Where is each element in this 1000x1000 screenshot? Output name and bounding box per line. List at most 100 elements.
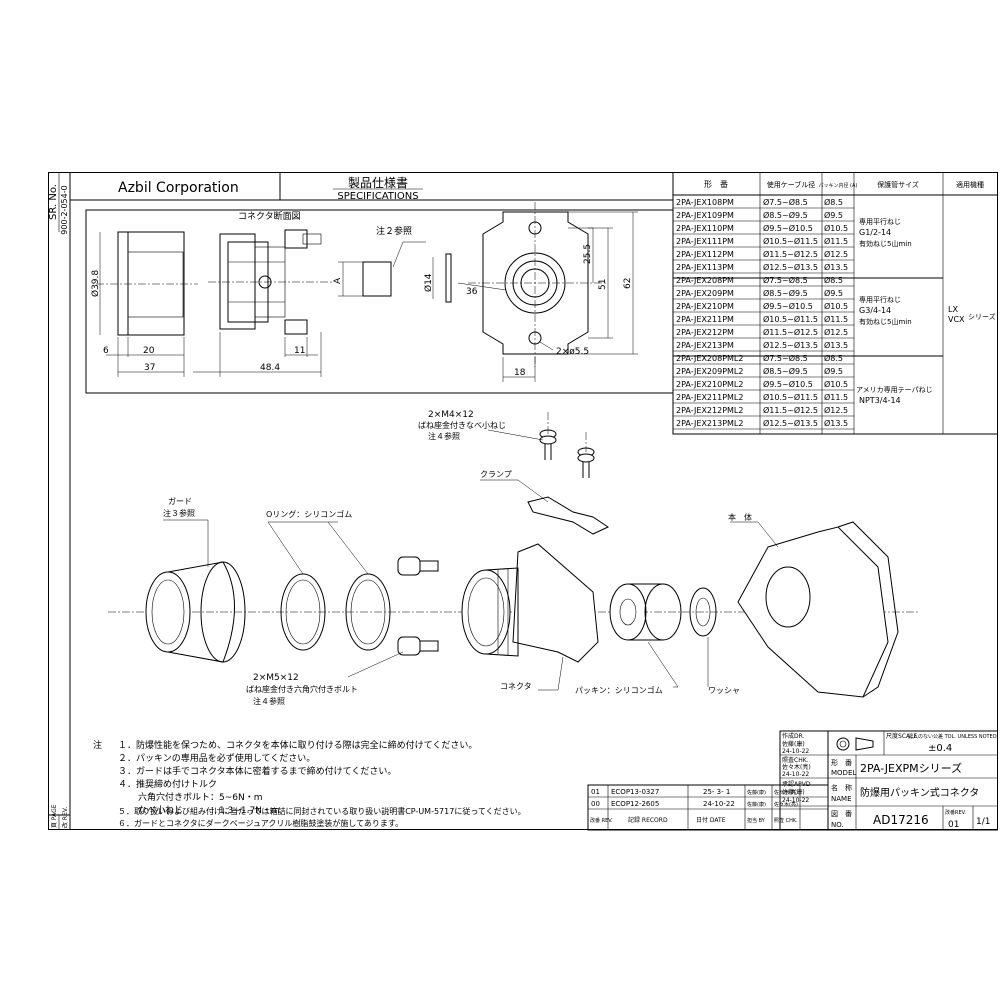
group3-line1: アメリカ専用テーパねじ	[856, 385, 933, 394]
spec-cell-model: 2PA-JEX210PML2	[676, 380, 743, 389]
spec-cell-cable: Ø10.5~Ø11.5	[763, 236, 818, 246]
rev0-rev: 00	[591, 800, 600, 808]
washer-label: ワッシャ	[708, 686, 740, 695]
model-lx: LX	[948, 305, 958, 314]
note-2: ２．パッキンの専用品を必ず使用してください。	[118, 752, 315, 764]
packing-drawing	[609, 583, 682, 641]
pan-head-screws	[539, 429, 595, 478]
spec-cell-model: 2PA-JEX208PM	[676, 276, 734, 285]
dim-25-5: 25.5	[583, 244, 593, 264]
spec-cell-packing: Ø12.5	[824, 327, 848, 337]
title-block: 作成DR. 佐藤(康) 24-10-22 照査CHK. 佐々木(亮) 24-10…	[779, 730, 999, 831]
note-6: ６．ガードとコネクタにダークベージュアクリル樹脂鼓塗装が施してあります。	[118, 818, 403, 828]
spec-cell-cable: Ø9.5~Ø10.5	[763, 301, 813, 311]
spec-cell-model: 2PA-JEX213PML2	[676, 419, 743, 428]
scale-label: 尺度SCALE	[886, 732, 917, 740]
name-label-en: NAME	[831, 795, 852, 803]
drawn-name: 佐藤(康)	[782, 740, 805, 748]
spec-cell-cable: Ø8.5~Ø9.5	[763, 210, 808, 220]
spec-cell-packing: Ø11.5	[824, 236, 848, 246]
spec-cell-packing: Ø10.5	[824, 379, 848, 389]
spec-cell-model: 2PA-JEX112PM	[676, 250, 734, 259]
washer-drawing	[689, 587, 717, 637]
screw-top-label-2: ばね座金付きなべ小ねじ	[418, 420, 506, 430]
th-conduit: 保護管サイズ	[877, 180, 919, 189]
group1-line1: 専用平行ねじ	[859, 217, 901, 226]
doc-title-en: SPECIFICATIONS	[337, 191, 418, 202]
spec-cell-model: 2PA-JEX209PM	[676, 289, 734, 298]
note-4a: 六角穴付きボルト：5~6N・m	[138, 791, 263, 803]
dim-62: 62	[623, 278, 633, 289]
spec-table: 形 番 使用ケーブル径 パッキン内径 (A) 保護管サイズ 適用機種 2PA-J…	[672, 171, 999, 435]
group2-line3: 有効ねじ5山min	[859, 317, 912, 326]
group1-line3: 有効ねじ5山min	[859, 239, 912, 248]
spec-cell-model: 2PA-JEX212PM	[676, 328, 734, 337]
no-label-en: NO.	[831, 821, 844, 829]
bolt-label-3: 注４参照	[253, 696, 285, 706]
model-label-en: MODEL	[831, 769, 856, 777]
spec-cell-model: 2PA-JEX111PM	[676, 237, 734, 246]
guard-label-1: ガード	[168, 496, 192, 506]
model-series: シリーズ	[968, 312, 996, 321]
spec-cell-packing: Ø12.5	[824, 405, 848, 415]
washer-detail	[445, 253, 452, 303]
page-label: 頁 PAGE	[51, 804, 58, 828]
tolerance-label: 記入のない公差 TOL. UNLESS NOTED	[908, 733, 997, 740]
spec-cell-packing: Ø11.5	[824, 392, 848, 402]
guard-label-2: 注３参照	[163, 508, 195, 518]
group2-line1: 専用平行ねじ	[859, 295, 901, 304]
doc-title-jp: 製品仕様書	[348, 176, 408, 190]
section-view-title: コネクタ断面図	[238, 210, 301, 222]
drawn-date: 24-10-22	[782, 748, 809, 755]
spec-cell-packing: Ø9.5	[824, 210, 843, 220]
rev0-by: 佐藤(康)	[747, 801, 766, 808]
spec-cell-cable: Ø12.5~Ø13.5	[763, 418, 818, 428]
spec-cell-packing: Ø8.5	[824, 197, 843, 207]
spec-cell-cable: Ø9.5~Ø10.5	[763, 223, 813, 233]
spec-cell-packing: Ø9.5	[824, 366, 843, 376]
guard-drawing	[145, 561, 246, 663]
checked-date: 24-10-22	[782, 771, 809, 778]
spec-cell-packing: Ø10.5	[824, 223, 848, 233]
spec-cell-packing: Ø13.5	[824, 418, 848, 428]
hex-bolts	[397, 556, 439, 656]
projection-symbol-icon	[836, 737, 874, 751]
approved-date: 24-10-22	[782, 797, 809, 804]
rev-head-record: 記録 RECORD	[628, 816, 668, 824]
revision-table: 01 ECOP13-0327 25- 3- 1 佐藤(康) 佐々木(亮) 00 …	[587, 784, 829, 831]
rev-head-date: 日付 DATE	[696, 816, 726, 824]
th-cable: 使用ケーブル径	[767, 180, 816, 189]
spec-cell-model: 2PA-JEX211PM	[676, 315, 734, 324]
serial-value: 900-2-054-0	[60, 185, 69, 234]
spec-cell-model: 2PA-JEX212PML2	[676, 406, 743, 415]
approved-label: 承認APVD	[782, 780, 811, 788]
rev0-chk: 佐々木(亮)	[774, 801, 798, 808]
rev1-by: 佐藤(康)	[747, 789, 766, 796]
spec-cell-cable: Ø8.5~Ø9.5	[763, 366, 808, 376]
page-value: 1/1	[976, 817, 990, 827]
clamp-drawing	[527, 496, 610, 535]
spec-cell-cable: Ø11.5~Ø12.5	[763, 405, 818, 415]
no-label-jp: 図 番	[831, 810, 852, 818]
group2-line2: G3/4-14	[859, 306, 891, 315]
dim-20: 20	[143, 346, 155, 356]
checked-name: 佐々木(亮)	[782, 763, 811, 771]
dim-37: 37	[144, 363, 155, 373]
clamp-label: クランプ	[480, 470, 512, 479]
spec-cell-model: 2PA-JEX208PML2	[676, 354, 743, 363]
note2-label: 注２参照	[376, 225, 412, 237]
notes: 注 １．防爆性能を保つため、コネクタを本体に取り付ける際は完全に締め付けてくださ…	[93, 739, 526, 828]
dim-11: 11	[294, 346, 305, 356]
rev-label: 改番REV.	[945, 809, 966, 816]
rev-head-by: 担当 BY	[747, 817, 766, 824]
company-name: Azbil Corporation	[118, 180, 239, 196]
spec-cell-model: 2PA-JEX211PML2	[676, 393, 743, 402]
spec-cell-cable: Ø8.5~Ø9.5	[763, 288, 808, 298]
drawn-label: 作成DR.	[782, 732, 805, 740]
spec-cell-packing: Ø12.5	[824, 249, 848, 259]
dim-51: 51	[598, 279, 608, 290]
th-packing: パッキン内径 (A)	[819, 182, 858, 189]
spec-cell-cable: Ø11.5~Ø12.5	[763, 327, 818, 337]
name-label-jp: 名 称	[831, 783, 852, 792]
